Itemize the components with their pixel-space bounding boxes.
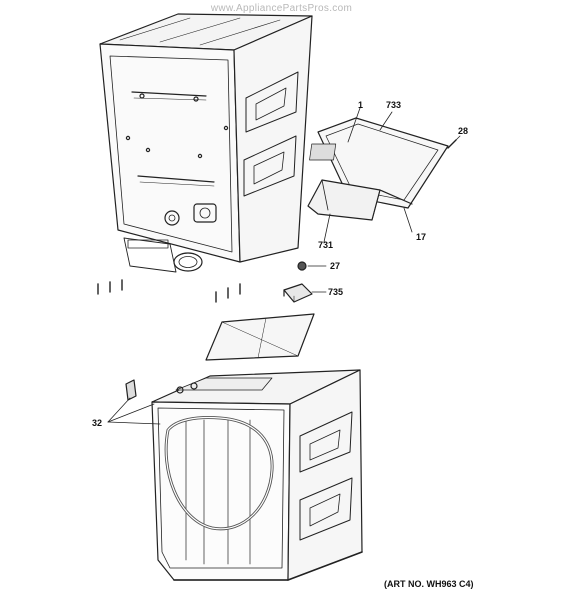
label-plate <box>309 143 337 161</box>
leader-lines-lower <box>107 397 161 425</box>
screws-center <box>215 283 241 303</box>
callout-731: 731 <box>318 240 334 250</box>
part-735 <box>283 283 313 303</box>
upper-cabinet <box>99 13 313 273</box>
art-number: (ART NO. WH963 C4) <box>384 579 474 589</box>
watermark: www.AppliancePartsPros.com <box>210 3 353 14</box>
control-panel-assembly <box>307 117 449 221</box>
callout-17: 17 <box>416 232 427 242</box>
leader-lines-upper <box>307 107 461 293</box>
callout-1: 1 <box>358 100 364 110</box>
callout-733: 733 <box>386 100 402 110</box>
callout-27: 27 <box>330 261 341 271</box>
part-32-clip <box>125 379 137 401</box>
lower-cabinet <box>151 313 363 581</box>
screws-left <box>97 279 123 295</box>
part-27 <box>297 261 307 271</box>
callout-32: 32 <box>92 418 103 428</box>
callout-735: 735 <box>328 287 344 297</box>
callout-28: 28 <box>458 126 469 136</box>
